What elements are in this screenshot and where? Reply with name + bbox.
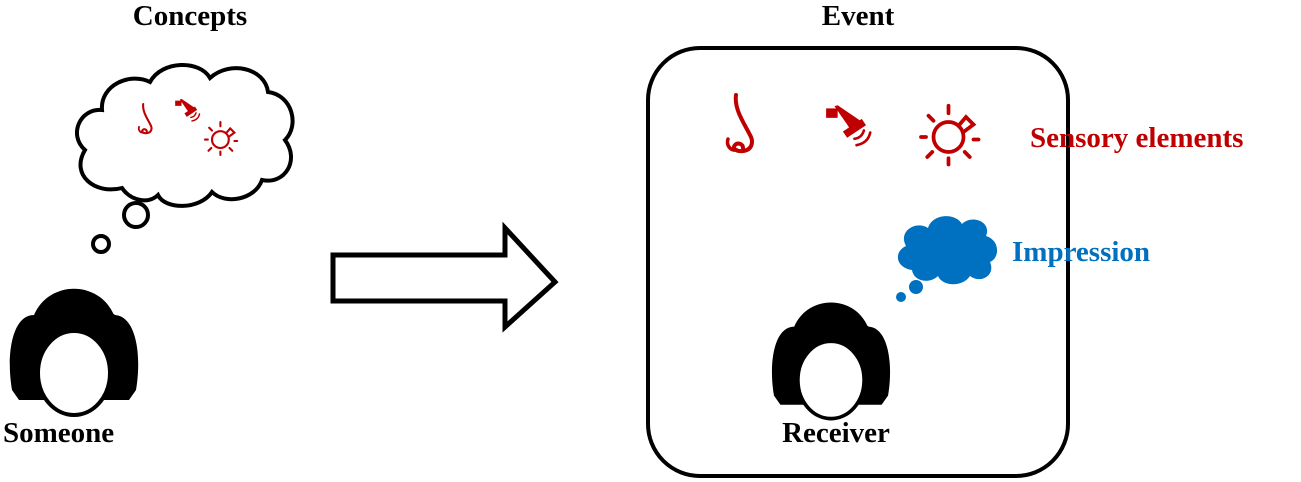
sensory-elements-label: Sensory elements — [1030, 122, 1243, 154]
thought-bubble-medium — [122, 201, 150, 229]
someone-label: Someone — [3, 417, 114, 449]
transition-arrow — [330, 221, 559, 333]
receiver-label: Receiver — [782, 417, 890, 449]
impression-cloud — [896, 216, 998, 302]
thought-bubble-small — [91, 234, 111, 254]
thought-cloud — [74, 63, 295, 254]
event-box — [646, 46, 1070, 478]
event-title: Event — [822, 0, 895, 32]
impression-label: Impression — [1012, 236, 1150, 268]
impression-bubble-medium — [909, 280, 923, 294]
someone-avatar — [7, 286, 141, 417]
concepts-title: Concepts — [133, 0, 247, 32]
impression-bubble-small — [896, 292, 906, 302]
